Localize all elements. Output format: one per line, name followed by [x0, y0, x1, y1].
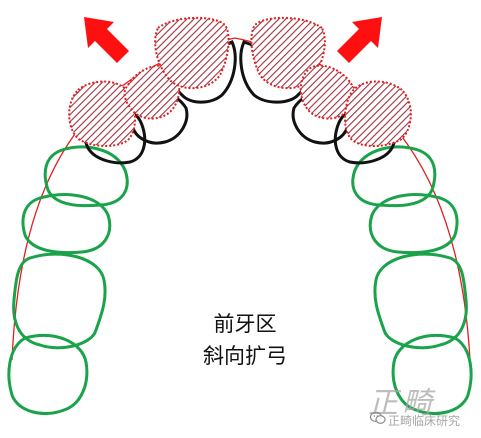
right-posterior-teeth [351, 145, 473, 415]
right-molar-1 [373, 252, 468, 350]
left-lateral-expanded [123, 64, 181, 120]
wechat-icon [370, 411, 386, 424]
left-molar-1 [12, 252, 107, 350]
right-expansion-arrow [337, 17, 382, 63]
watermark-brand: 正畸 [368, 386, 436, 421]
expanded-anterior-teeth [68, 16, 412, 147]
left-premolar-2 [21, 193, 112, 255]
right-premolar-2 [368, 193, 459, 255]
arrow-icon [84, 17, 382, 63]
left-central-expanded [154, 16, 230, 90]
right-molar-2 [391, 334, 473, 415]
right-canine-expanded [344, 80, 412, 147]
left-expansion-arrow [84, 17, 129, 63]
arch-form-curve [11, 37, 471, 361]
direction-label: 斜向扩弓 [203, 344, 287, 368]
left-molar-2 [7, 334, 89, 415]
region-label: 前牙区 [213, 312, 277, 336]
watermark-channel: 正畸临床研究 [388, 414, 461, 428]
left-canine-expanded [68, 80, 136, 147]
left-posterior-teeth [7, 145, 129, 415]
